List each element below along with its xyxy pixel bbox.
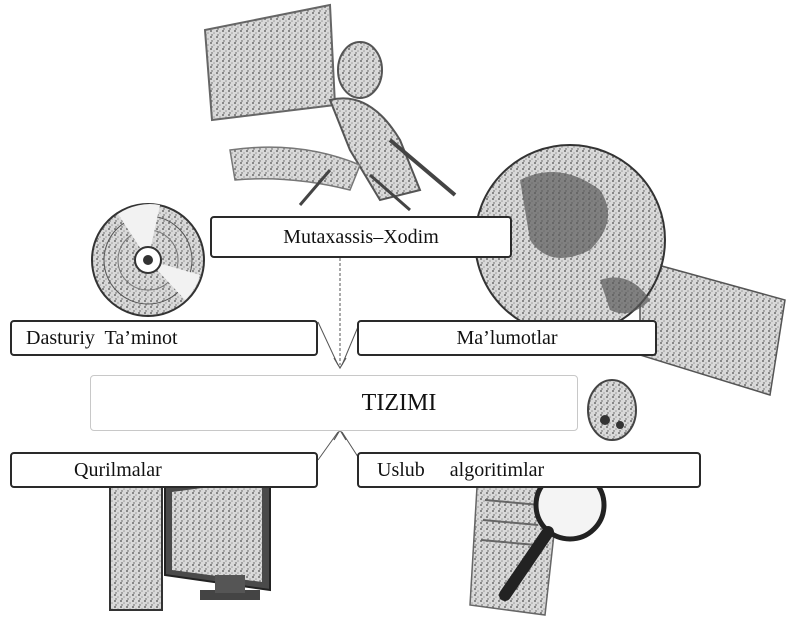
right-lower-box-uslub-algoritimlar: Uslub algoritimlar: [357, 452, 701, 488]
center-box-label: TIZIMI: [361, 390, 437, 416]
compact-disc-icon: [91, 203, 205, 317]
left-lower-box-qurilmalar: Qurilmalar: [10, 452, 318, 488]
right-upper-box-label: Ma’lumotlar: [456, 327, 558, 349]
center-box-tizimi: TIZIMI: [90, 375, 578, 431]
right-upper-box-malumotlar: Ma’lumotlar: [357, 320, 657, 356]
globe-and-map-icon: [474, 144, 786, 441]
right-lower-box-label: Uslub algoritimlar: [377, 459, 545, 481]
person-at-computer-icon: [203, 3, 457, 212]
left-upper-box-dasturiy-taminot: Dasturiy Ta’minot: [10, 320, 318, 356]
top-box-label: Mutaxassis–Xodim: [283, 226, 439, 248]
magnifying-glass-on-document-icon: [469, 468, 607, 616]
left-upper-box-label: Dasturiy Ta’minot: [26, 327, 178, 349]
desktop-computer-icon: [109, 468, 271, 611]
left-lower-box-label: Qurilmalar: [74, 459, 162, 481]
top-box-mutaxassis-xodim: Mutaxassis–Xodim: [210, 216, 512, 258]
